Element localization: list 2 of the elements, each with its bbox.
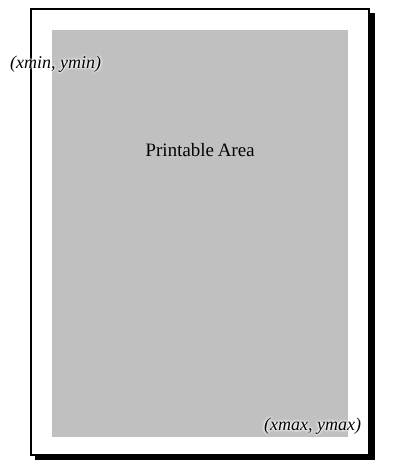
corner-coordinate: (xmax, ymax): [264, 414, 361, 435]
area-label: Printable Area: [144, 140, 256, 162]
